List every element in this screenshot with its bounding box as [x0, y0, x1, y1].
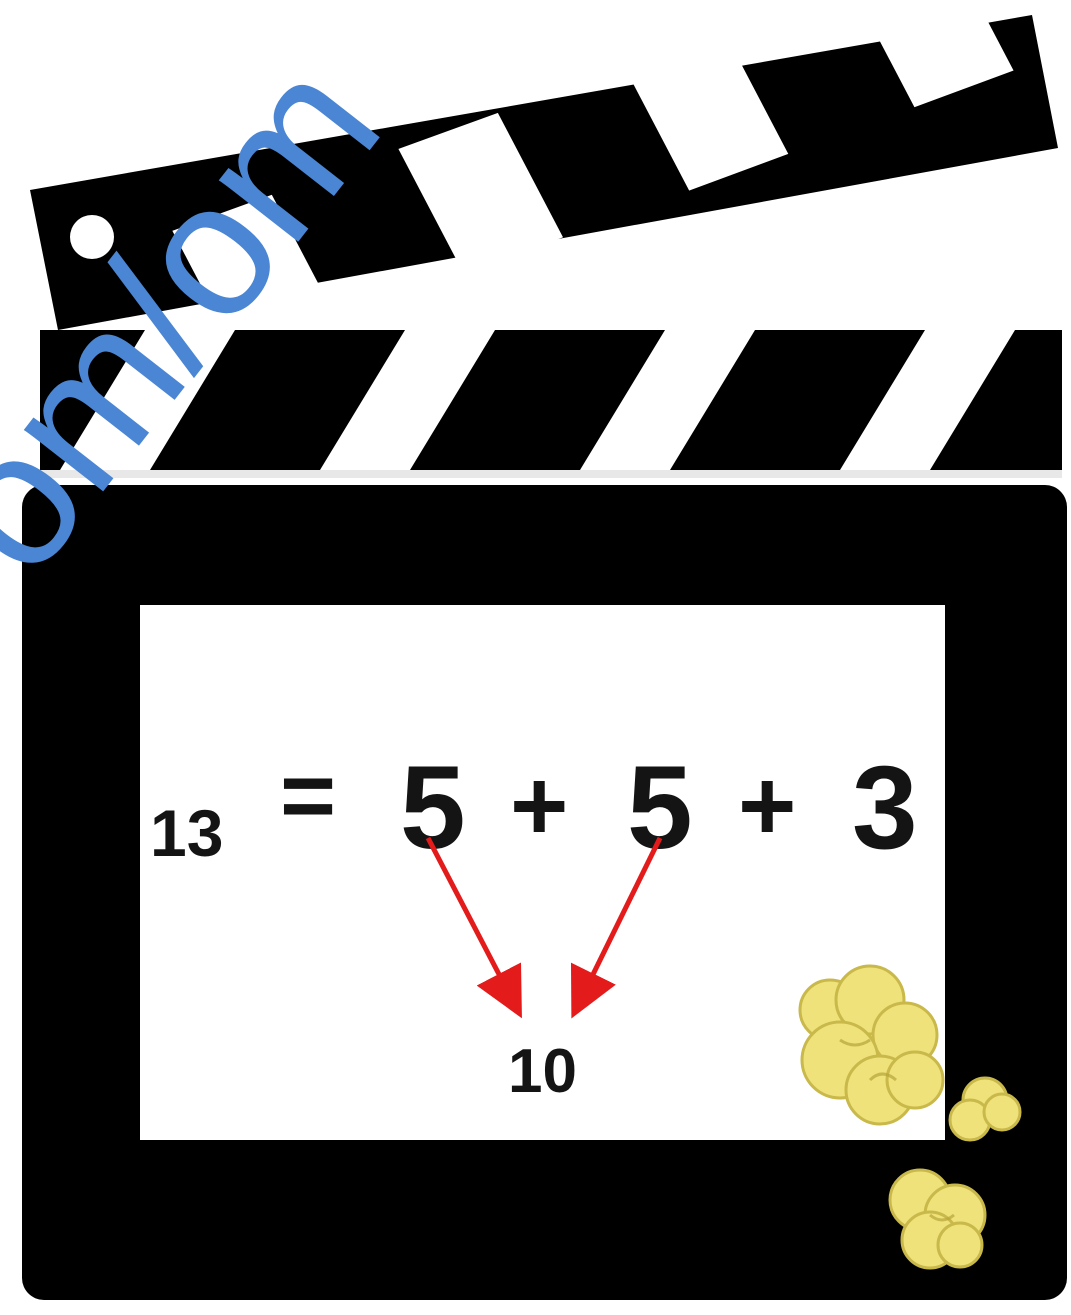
equation-addend-3: 3: [852, 742, 918, 874]
equation-addend-2: 5: [627, 742, 693, 874]
equation-total: 13: [150, 796, 223, 870]
equation-plus-2: +: [738, 750, 796, 862]
equation-addend-1: 5: [400, 742, 466, 874]
equation-equals: =: [280, 742, 336, 849]
equation-plus-1: +: [510, 750, 568, 862]
partial-sum: 10: [508, 1037, 577, 1106]
